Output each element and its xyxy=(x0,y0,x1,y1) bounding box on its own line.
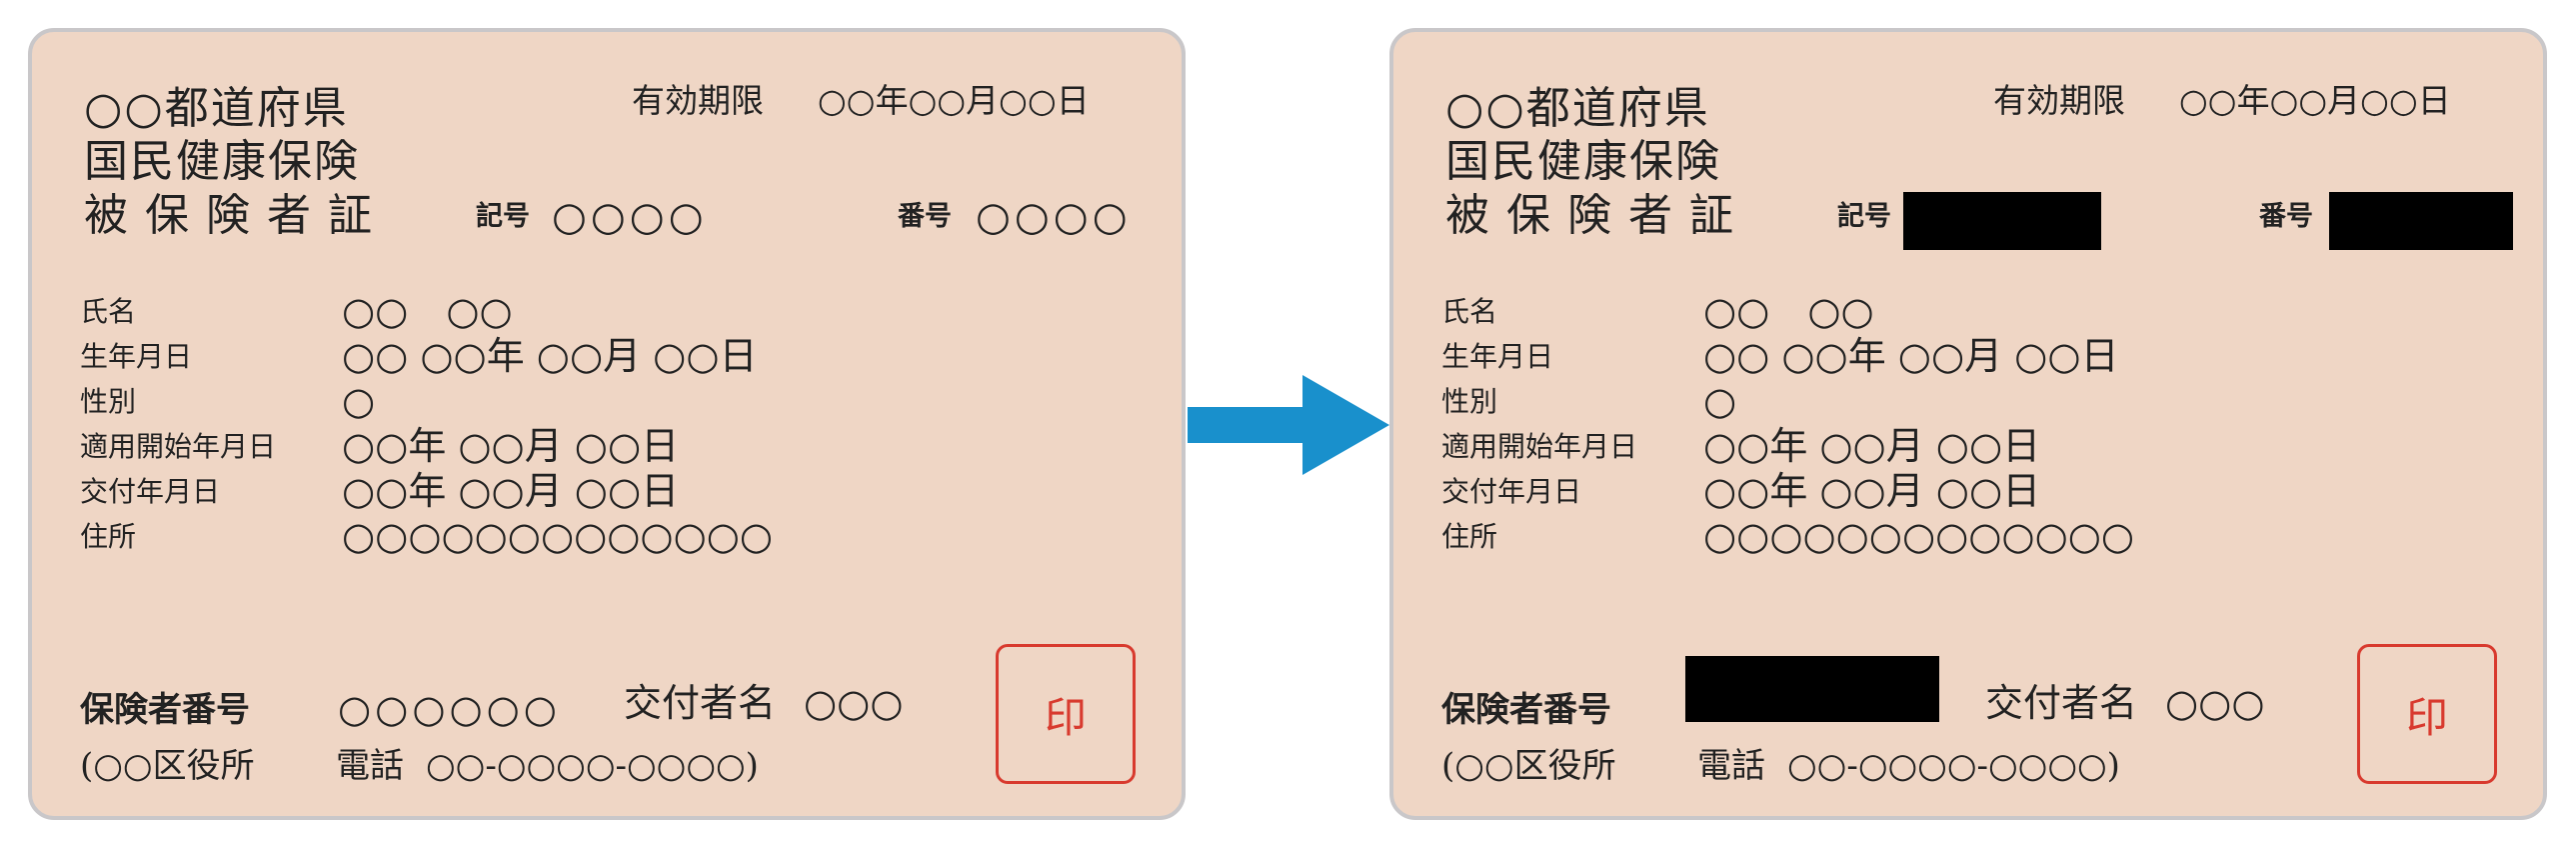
insurer-number-label: 保険者番号 xyxy=(80,690,250,730)
issuer-label: 交付者名 xyxy=(624,681,777,725)
seal-text: 印 xyxy=(2405,692,2448,742)
field-label-name: 氏名 xyxy=(1441,295,1498,328)
field-value-gender: ○ xyxy=(1703,379,1737,423)
field-value-address: ○○○○○○○○○○○○○ xyxy=(342,514,774,558)
kigo-label: 記号 xyxy=(1837,201,1891,232)
field-value-name: ○○ ○○ xyxy=(342,289,513,333)
phone-label: 電話 xyxy=(336,746,404,786)
phone-value: ○○-○○○○-○○○○) xyxy=(1787,746,2120,786)
expiry-label: 有効期限 xyxy=(632,81,764,120)
expiry-label: 有効期限 xyxy=(1993,81,2125,120)
field-label-address: 住所 xyxy=(1441,520,1498,553)
field-label-birthdate: 生年月日 xyxy=(80,340,193,373)
field-value-start-date: ○○年 ○○月 ○○日 xyxy=(342,424,680,468)
phone-label: 電話 xyxy=(1697,746,1765,786)
field-value-address: ○○○○○○○○○○○○○ xyxy=(1703,514,2135,558)
field-label-issue-date: 交付年月日 xyxy=(1441,475,1582,508)
bango-label: 番号 xyxy=(898,201,952,232)
field-label-start-date: 適用開始年月日 xyxy=(1441,430,1638,463)
office-name: (○○区役所 xyxy=(80,746,255,786)
field-label-start-date: 適用開始年月日 xyxy=(80,430,277,463)
field-label-issue-date: 交付年月日 xyxy=(80,475,221,508)
field-label-gender: 性別 xyxy=(80,385,137,418)
arrow-right-icon xyxy=(1188,375,1389,475)
phone-value: ○○-○○○○-○○○○) xyxy=(426,746,759,786)
field-label-birthdate: 生年月日 xyxy=(1441,340,1554,373)
card-title-certificate: 被保険者証 xyxy=(1445,190,1750,241)
field-value-birthdate: ○○ ○○年 ○○月 ○○日 xyxy=(1703,334,2119,378)
card-title-prefecture: ○○都道府県 xyxy=(84,83,349,134)
card-title-prefecture: ○○都道府県 xyxy=(1445,83,1710,134)
insurer-number-value: ○○○○○○ xyxy=(338,687,561,731)
insurer-number-label: 保険者番号 xyxy=(1441,690,1611,730)
field-value-gender: ○ xyxy=(342,379,376,423)
field-value-name: ○○ ○○ xyxy=(1703,289,1874,333)
bango-value: ○○○○ xyxy=(976,194,1132,240)
insurance-card-redacted: ○○都道府県 国民健康保険 被保険者証 有効期限 ○○年○○月○○日 記号 番号… xyxy=(1389,28,2547,820)
seal-stamp-icon: 印 xyxy=(996,644,1136,784)
field-value-birthdate: ○○ ○○年 ○○月 ○○日 xyxy=(342,334,758,378)
kigo-redaction xyxy=(1903,192,2101,250)
insurance-card-original: ○○都道府県 国民健康保険 被保険者証 有効期限 ○○年○○月○○日 記号 ○○… xyxy=(28,28,1186,820)
expiry-value: ○○年○○月○○日 xyxy=(818,81,1090,120)
card-title-insurance: 国民健康保険 xyxy=(84,136,360,187)
seal-stamp-icon: 印 xyxy=(2357,644,2497,784)
issuer-value: ○○○ xyxy=(804,681,904,725)
issuer-label: 交付者名 xyxy=(1985,681,2138,725)
field-value-issue-date: ○○年 ○○月 ○○日 xyxy=(342,469,680,513)
expiry-value: ○○年○○月○○日 xyxy=(2179,81,2451,120)
kigo-value: ○○○○ xyxy=(552,194,708,240)
bango-label: 番号 xyxy=(2259,201,2313,232)
field-value-issue-date: ○○年 ○○月 ○○日 xyxy=(1703,469,2041,513)
card-title-insurance: 国民健康保険 xyxy=(1445,136,1721,187)
field-label-gender: 性別 xyxy=(1441,385,1498,418)
office-name: (○○区役所 xyxy=(1441,746,1616,786)
field-label-address: 住所 xyxy=(80,520,137,553)
field-label-name: 氏名 xyxy=(80,295,137,328)
card-title-certificate: 被保険者証 xyxy=(84,190,389,241)
issuer-value: ○○○ xyxy=(2165,681,2265,725)
insurer-number-redaction xyxy=(1685,656,1939,722)
seal-text: 印 xyxy=(1044,692,1087,742)
field-value-start-date: ○○年 ○○月 ○○日 xyxy=(1703,424,2041,468)
bango-redaction xyxy=(2329,192,2513,250)
kigo-label: 記号 xyxy=(476,201,530,232)
